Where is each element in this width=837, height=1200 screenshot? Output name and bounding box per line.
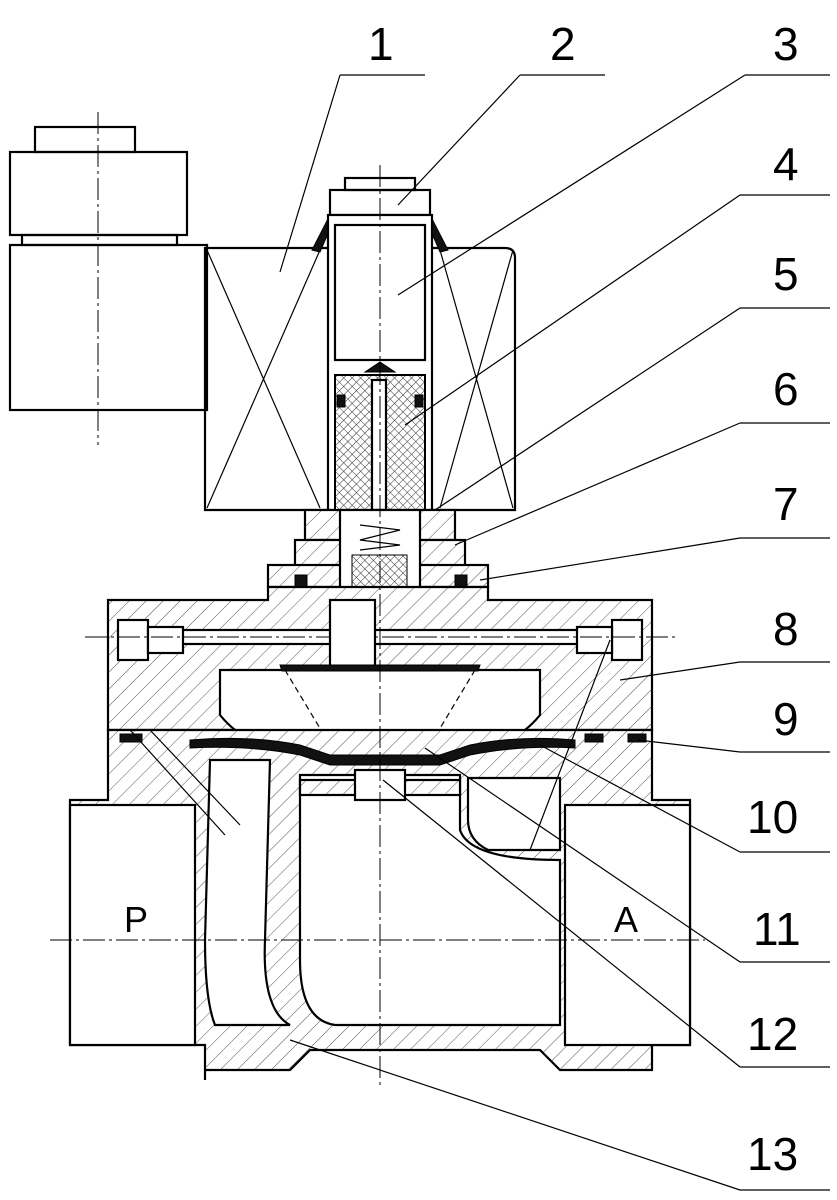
callout-2: 2 <box>550 18 576 70</box>
callout-12: 12 <box>747 1008 798 1060</box>
plunger-assembly <box>266 508 490 600</box>
coil <box>203 246 517 512</box>
valve-body <box>50 165 705 1085</box>
callout-9: 9 <box>773 693 799 745</box>
callout-7: 7 <box>773 478 799 530</box>
callout-13: 13 <box>747 1128 798 1180</box>
callout-5: 5 <box>773 248 799 300</box>
callout-11: 11 <box>753 903 801 955</box>
port-outlet-label: A <box>614 899 638 940</box>
connector-plug <box>8 112 209 445</box>
callout-8: 8 <box>773 603 799 655</box>
part-callouts: 1 2 3 4 5 6 7 8 9 10 11 12 13 <box>279 18 830 1191</box>
callout-10: 10 <box>747 791 798 843</box>
callout-1: 1 <box>368 18 394 70</box>
callout-6: 6 <box>773 363 799 415</box>
callout-4: 4 <box>773 138 799 190</box>
port-inlet-label: P <box>124 899 148 940</box>
callout-3: 3 <box>773 18 799 70</box>
